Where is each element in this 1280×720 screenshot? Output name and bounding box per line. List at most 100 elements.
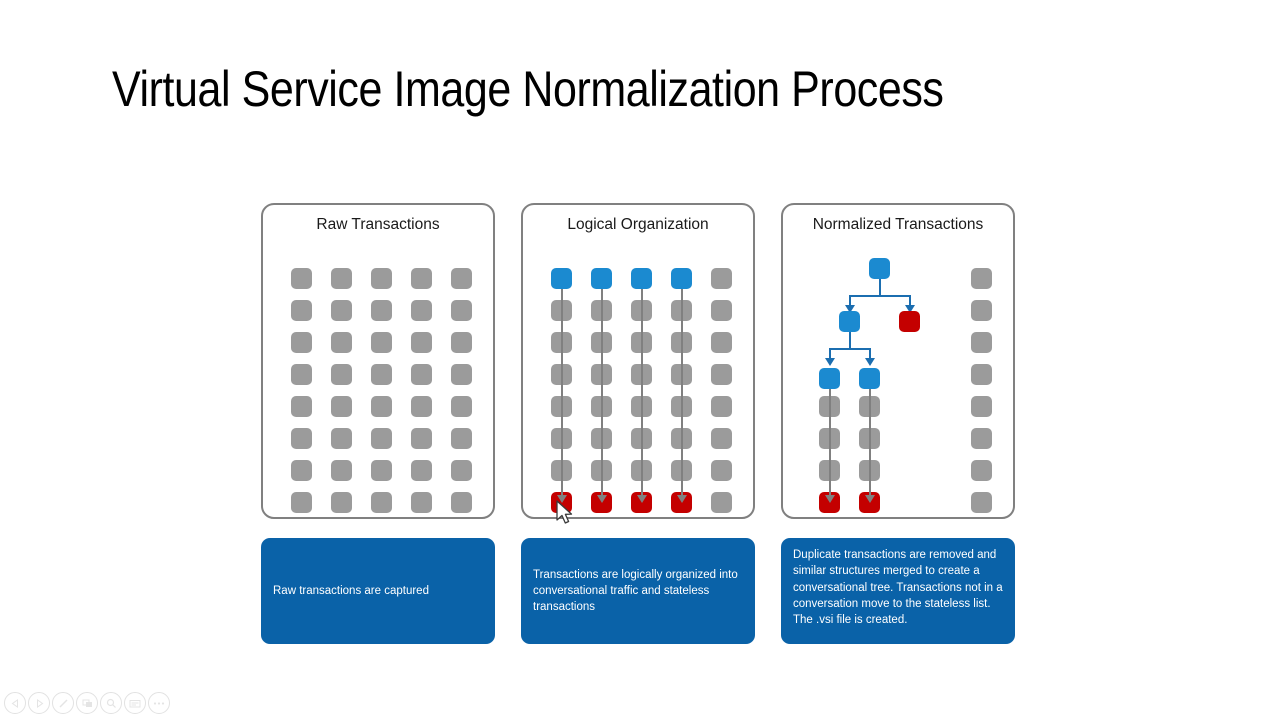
panel-title-raw-transactions: Raw Transactions bbox=[316, 216, 440, 233]
stateless-transaction-square bbox=[971, 396, 992, 417]
caption-normalized-transactions: Duplicate transactions are removed and s… bbox=[781, 538, 1015, 644]
conversation-start-square bbox=[551, 268, 572, 289]
tree-root-node bbox=[869, 258, 890, 279]
panel-raw-transactions: Raw Transactions bbox=[261, 203, 495, 519]
conversation-flow-line bbox=[560, 289, 563, 496]
raw-transaction-square bbox=[331, 268, 352, 289]
raw-transaction-square bbox=[411, 460, 432, 481]
transaction-square bbox=[711, 460, 732, 481]
raw-transaction-square bbox=[291, 492, 312, 513]
stateless-transaction-square bbox=[971, 492, 992, 513]
tree-branch-node bbox=[839, 311, 860, 332]
raw-transaction-square bbox=[411, 428, 432, 449]
leaf-flow-line-2 bbox=[868, 389, 871, 496]
panel-normalized-transactions: Normalized Transactions bbox=[781, 203, 1015, 519]
triangle-right-icon bbox=[36, 698, 43, 708]
pen-tool-button[interactable] bbox=[52, 692, 74, 714]
tree-edge-root-bus bbox=[848, 295, 911, 297]
previous-slide-button[interactable] bbox=[4, 692, 26, 714]
transaction-square bbox=[711, 332, 732, 353]
transaction-square bbox=[711, 364, 732, 385]
ellipsis-icon bbox=[153, 701, 165, 705]
grid-slides-icon bbox=[82, 699, 92, 707]
panel-title-logical-organization: Logical Organization bbox=[567, 216, 709, 233]
transaction-square bbox=[711, 492, 732, 513]
raw-transaction-square bbox=[451, 300, 472, 321]
tree-edge-branch-stem bbox=[848, 332, 851, 350]
caption-text: Raw transactions are captured bbox=[273, 584, 429, 597]
panel-title-normalized-transactions: Normalized Transactions bbox=[812, 216, 984, 233]
raw-transaction-square bbox=[291, 300, 312, 321]
stateless-transaction-square bbox=[971, 268, 992, 289]
page-title: Virtual Service Image Normalization Proc… bbox=[112, 61, 944, 117]
raw-transaction-square bbox=[331, 300, 352, 321]
triangle-left-icon bbox=[11, 698, 18, 708]
stateless-transaction-square bbox=[971, 300, 992, 321]
screen-icon bbox=[129, 699, 141, 707]
tree-arrow-leaf-2-icon bbox=[864, 358, 875, 366]
transaction-square bbox=[711, 268, 732, 289]
transaction-square bbox=[711, 428, 732, 449]
stateless-transaction-square bbox=[971, 364, 992, 385]
leaf-flow-line-1 bbox=[828, 389, 831, 496]
tree-terminal-node bbox=[899, 311, 920, 332]
raw-transaction-square bbox=[371, 268, 392, 289]
raw-transaction-square bbox=[291, 364, 312, 385]
tree-arrow-leaf-1-icon bbox=[824, 358, 835, 366]
more-options-button[interactable] bbox=[148, 692, 170, 714]
normalized-transactions-tree bbox=[783, 249, 1013, 519]
pen-icon bbox=[59, 699, 67, 707]
conversation-flow-line bbox=[640, 289, 643, 496]
caption-text: Transactions are logically organized int… bbox=[533, 568, 738, 614]
conversation-flow-arrow-icon bbox=[636, 495, 647, 503]
tree-edge-root-stem bbox=[878, 279, 881, 297]
raw-transaction-square bbox=[451, 428, 472, 449]
raw-transaction-square bbox=[291, 396, 312, 417]
conversation-flow-arrow-icon bbox=[556, 495, 567, 503]
raw-transaction-square bbox=[371, 460, 392, 481]
conversation-start-square bbox=[671, 268, 692, 289]
logical-organization-grid bbox=[523, 249, 753, 519]
conversation-flow-arrow-icon bbox=[676, 495, 687, 503]
raw-transaction-square bbox=[371, 428, 392, 449]
conversation-flow-arrow-icon bbox=[596, 495, 607, 503]
leaf-flow-arrow-icon-2 bbox=[864, 495, 875, 503]
caption-raw-transactions: Raw transactions are captured bbox=[261, 538, 495, 644]
presentation-view-button[interactable] bbox=[124, 692, 146, 714]
raw-transaction-square bbox=[291, 332, 312, 353]
slideshow-toolbar[interactable] bbox=[4, 691, 170, 715]
stateless-transaction-square bbox=[971, 332, 992, 353]
stateless-transaction-square bbox=[971, 428, 992, 449]
raw-transaction-square bbox=[411, 364, 432, 385]
conversation-start-square bbox=[591, 268, 612, 289]
tree-edge-to-leaf-1 bbox=[828, 348, 831, 360]
raw-transaction-square bbox=[411, 268, 432, 289]
tree-edge-to-leaf-2 bbox=[868, 348, 871, 360]
tree-edge-to-branch bbox=[848, 295, 851, 307]
conversation-flow-line bbox=[600, 289, 603, 496]
raw-transaction-square bbox=[331, 332, 352, 353]
conversation-start-square bbox=[631, 268, 652, 289]
raw-transaction-square bbox=[411, 396, 432, 417]
raw-transaction-square bbox=[331, 460, 352, 481]
raw-transaction-square bbox=[451, 460, 472, 481]
raw-transaction-square bbox=[331, 492, 352, 513]
raw-transaction-square bbox=[411, 332, 432, 353]
raw-transaction-square bbox=[371, 300, 392, 321]
zoom-tool-button[interactable] bbox=[100, 692, 122, 714]
tree-arrow-terminal-icon bbox=[904, 305, 915, 313]
raw-transaction-square bbox=[371, 332, 392, 353]
raw-transaction-square bbox=[451, 492, 472, 513]
magnifier-icon bbox=[106, 698, 116, 708]
tree-leaf-node-2 bbox=[859, 368, 880, 389]
raw-transaction-square bbox=[451, 268, 472, 289]
raw-transaction-square bbox=[451, 364, 472, 385]
raw-transaction-square bbox=[411, 492, 432, 513]
stateless-transaction-square bbox=[971, 460, 992, 481]
leaf-flow-arrow-icon-1 bbox=[824, 495, 835, 503]
all-slides-button[interactable] bbox=[76, 692, 98, 714]
raw-transaction-square bbox=[291, 428, 312, 449]
next-slide-button[interactable] bbox=[28, 692, 50, 714]
raw-transaction-square bbox=[371, 396, 392, 417]
